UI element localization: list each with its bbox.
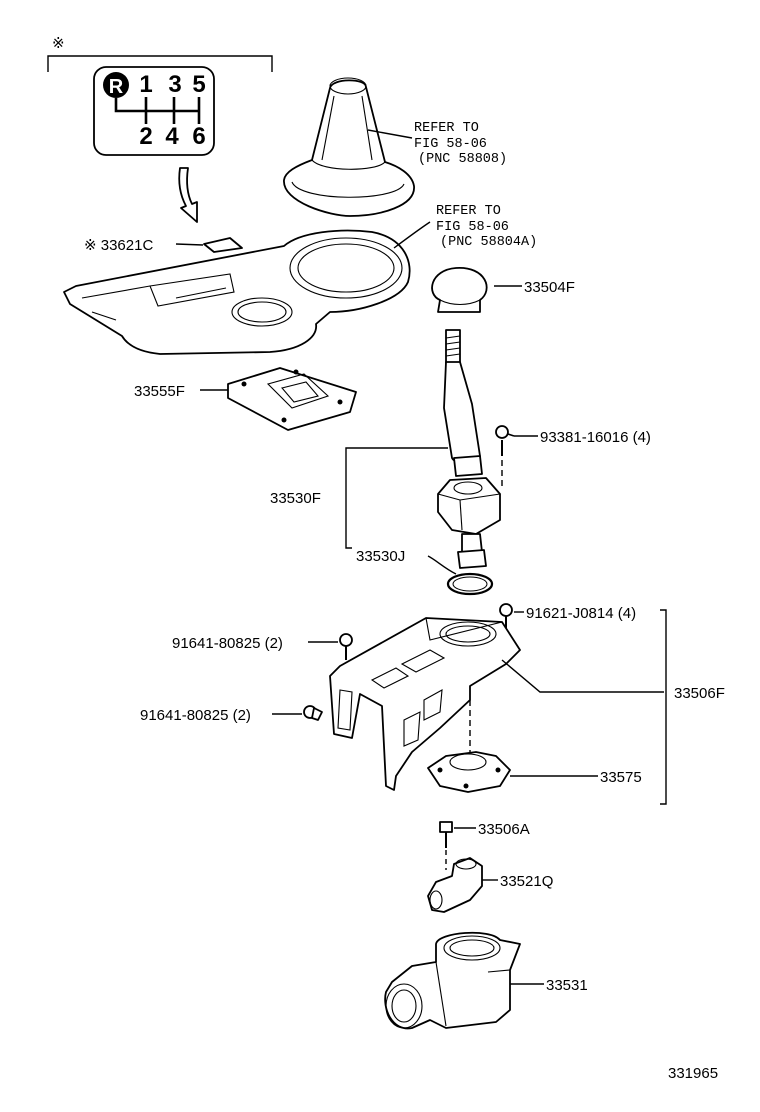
shift-lever-housing-bracket [329, 617, 521, 791]
shift-pattern-label-plate [203, 237, 243, 253]
bolt-91641-top-icon [339, 633, 353, 660]
gear-5-label: 5 [192, 71, 205, 98]
symbol-mark: ※ [52, 35, 65, 52]
gear-3-label: 3 [168, 71, 181, 98]
panel-refer-line1: REFER TO [436, 204, 501, 219]
shift-bushing-33575 [427, 751, 511, 793]
part-33506F-label: 33506F [674, 685, 725, 702]
panel-refer-line2: FIG 58-06 [436, 220, 509, 235]
part-33575-label: 33575 [600, 769, 642, 786]
assembly-bracket-line [660, 609, 667, 805]
pattern-bracket [47, 55, 273, 72]
boot-leader-line [367, 129, 413, 139]
bolt-33506A-icon [439, 821, 453, 870]
part-91641b-label: 91641-80825 (2) [140, 707, 251, 724]
part-33506A-label: 33506A [478, 821, 530, 838]
part-91621-label: 91621-J0814 (4) [526, 605, 636, 622]
shift-retainer-plate [227, 367, 357, 431]
reverse-gear-label: R [109, 76, 124, 98]
part-33621C-label: ※ 33621C [84, 237, 153, 254]
retainer-33521Q [427, 857, 483, 913]
o-ring-inner [452, 576, 488, 592]
part-33504F-label: 33504F [524, 279, 575, 296]
part-33521Q-label: 33521Q [500, 873, 553, 890]
bolt-91641-side-icon [303, 705, 323, 721]
shift-boot [283, 77, 415, 217]
bolt-93381-icon [495, 425, 515, 486]
label-33506F-leader [501, 659, 664, 693]
boot-refer-line3: (PNC 58808) [418, 152, 507, 167]
shift-lever-housing-33531 [384, 931, 521, 1030]
label-33530J-leader [427, 555, 457, 575]
gear-6-label: 6 [192, 123, 205, 150]
part-93381-label: 93381-16016 (4) [540, 429, 651, 446]
boot-refer-line2: FIG 58-06 [414, 137, 487, 152]
reverse-gear-marker [103, 72, 129, 98]
part-33530F-label: 33530F [270, 490, 321, 507]
figure-number: 331965 [668, 1065, 718, 1082]
gear-4-label: 4 [165, 123, 179, 150]
shift-lever-assembly [437, 329, 501, 569]
pattern-arrow-icon [178, 167, 198, 223]
label-33621C-leader [175, 243, 204, 246]
console-panel [63, 229, 411, 355]
boot-refer-line1: REFER TO [414, 121, 479, 136]
shift-knob [431, 267, 488, 313]
panel-leader-line [393, 221, 431, 249]
o-ring-33530J [446, 572, 494, 596]
gear-1-label: 1 [139, 71, 152, 98]
gear-2-label: 2 [139, 123, 152, 150]
part-33555F-label: 33555F [134, 383, 185, 400]
panel-refer-line3: (PNC 58804A) [440, 235, 537, 250]
lever-bracket-line [345, 447, 448, 549]
part-33531-label: 33531 [546, 977, 588, 994]
part-91641a-label: 91641-80825 (2) [172, 635, 283, 652]
part-33530J-label: 33530J [356, 548, 405, 565]
shift-gate-lines [114, 97, 201, 124]
